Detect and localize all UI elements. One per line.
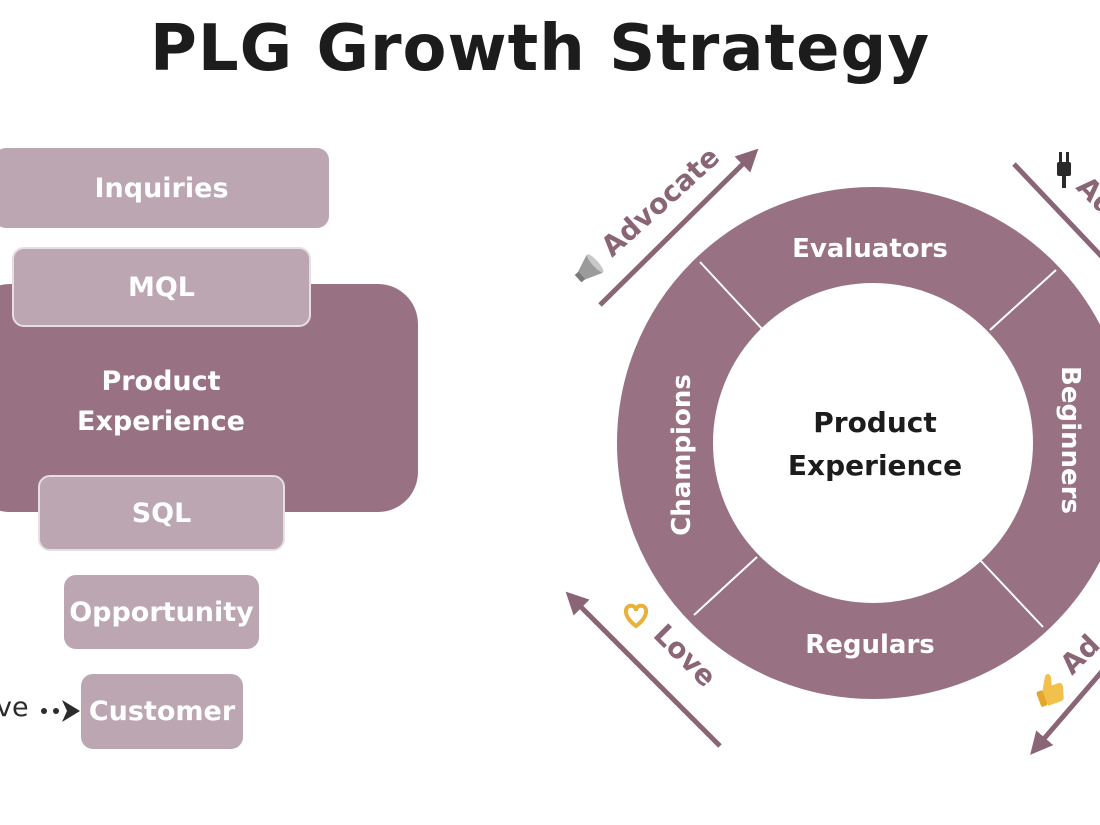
thumbs-up-icon xyxy=(1036,674,1064,707)
stage-sql: SQL xyxy=(38,475,285,551)
stage-label: Opportunity xyxy=(69,596,254,628)
arrow-advocate-bottom-right xyxy=(1030,669,1100,755)
arrow-label-top-right: Ad xyxy=(1070,170,1100,223)
page-title: PLG Growth Strategy xyxy=(149,12,931,86)
megaphone-icon xyxy=(574,254,604,283)
arrow-advocate-top-right xyxy=(1012,162,1100,259)
stage-label: SQL xyxy=(131,497,192,529)
stage-customer: Customer xyxy=(81,674,243,749)
segment-regulars: Regulars xyxy=(805,630,935,660)
stage-mql: MQL xyxy=(12,247,311,327)
cycle-center-line1: Product xyxy=(813,406,937,439)
lead-text: ve xyxy=(0,692,29,723)
arrow-love xyxy=(565,591,722,748)
stage-inquiries: Inquiries xyxy=(0,148,329,228)
cycle-center-line2: Experience xyxy=(788,449,962,482)
arrow-head-icon xyxy=(41,700,80,722)
stage-label: Inquiries xyxy=(94,172,229,204)
segment-beginners: Beginners xyxy=(1055,366,1085,514)
heart-hands-icon xyxy=(623,603,649,629)
segment-evaluators: Evaluators xyxy=(792,234,948,264)
segment-champions: Champions xyxy=(667,374,697,536)
arrow-label-bottom-right: Ad xyxy=(1054,628,1100,681)
arrow-advocate-top-left xyxy=(598,148,759,307)
plug-icon xyxy=(1057,152,1071,188)
cycle-ring xyxy=(617,187,1100,699)
stage-opportunity: Opportunity xyxy=(64,575,259,649)
stage-label: MQL xyxy=(127,271,196,303)
product-experience-label: Product Experience xyxy=(77,366,245,437)
stage-label: Customer xyxy=(88,696,236,727)
